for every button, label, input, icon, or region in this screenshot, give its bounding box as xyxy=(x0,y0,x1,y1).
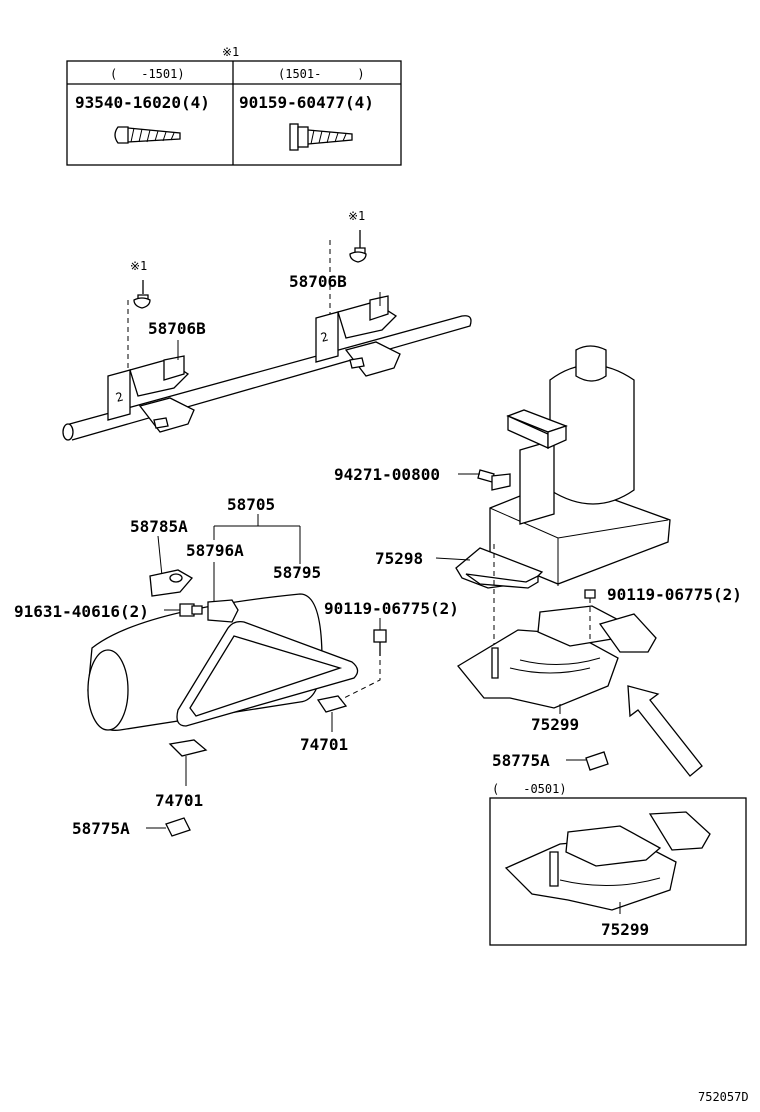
inset-range: ( -0501) xyxy=(492,782,567,796)
bolt-90119-mid xyxy=(339,618,387,701)
label-90119-mid: 90119-06775(2) xyxy=(324,599,459,618)
label-58706b-left: 58706B xyxy=(148,319,206,338)
note-table: ※1 ( -1501) (1501- ) 93540-16020(4) 9015… xyxy=(66,45,402,166)
wing-bolt-94271 xyxy=(458,469,511,491)
flange-bolt-icon xyxy=(289,123,353,151)
bracket-58706b-right: 2 xyxy=(315,240,401,377)
clip-74701-right xyxy=(316,695,348,732)
bracket-58706b-left: 2 xyxy=(107,300,195,433)
label-75299-main: 75299 xyxy=(531,715,579,734)
tool-bag xyxy=(87,593,359,731)
label-58705: 58705 xyxy=(227,495,275,514)
label-58785a: 58785A xyxy=(130,517,188,536)
note-table-col1-part: 93540-16020(4) xyxy=(75,93,210,112)
label-74701-right: 74701 xyxy=(300,735,348,754)
bolt-91631 xyxy=(164,603,203,617)
clip-58775a-left xyxy=(146,817,191,837)
label-58796a: 58796A xyxy=(186,541,244,560)
clip-58796a xyxy=(207,562,239,623)
label-91631: 91631-40616(2) xyxy=(14,602,149,621)
bracket-75298 xyxy=(435,544,544,660)
label-58706b-right: 58706B xyxy=(289,272,347,291)
screw-left-note-marker: ※1 xyxy=(130,259,147,273)
svg-text:2: 2 xyxy=(319,330,330,345)
svg-text:2: 2 xyxy=(114,390,125,405)
screw-left-marker: ※1 xyxy=(130,259,151,309)
label-90119-right: 90119-06775(2) xyxy=(607,585,742,604)
bottle-jack xyxy=(489,345,671,586)
tapping-screw-icon xyxy=(114,126,181,144)
clip-74701-left xyxy=(168,739,208,786)
inset-panel: ( -0501) 75299 xyxy=(489,782,747,946)
note-table-col2-part: 90159-60477(4) xyxy=(239,93,374,112)
note-table-col2-range: (1501- ) xyxy=(278,67,365,81)
figure-code: 752057D xyxy=(698,1090,749,1104)
screw-right-marker: ※1 xyxy=(348,209,367,263)
label-74701-left: 74701 xyxy=(155,791,203,810)
note-table-marker: ※1 xyxy=(222,45,239,59)
arrow-icon xyxy=(627,685,703,777)
label-75298: 75298 xyxy=(375,549,423,568)
bracket-75299-main xyxy=(457,589,657,714)
label-75299-inset: 75299 xyxy=(601,920,649,939)
note-table-col1-range: ( -1501) xyxy=(110,67,185,81)
label-94271: 94271-00800 xyxy=(334,465,440,484)
clip-58775a-right xyxy=(566,751,609,771)
label-58795: 58795 xyxy=(273,563,321,582)
clip-58785a xyxy=(149,569,194,597)
label-58775a-right: 58775A xyxy=(492,751,550,770)
jack-handle-rod xyxy=(62,315,472,441)
label-58775a-left: 58775A xyxy=(72,819,130,838)
screw-right-note-marker: ※1 xyxy=(348,209,365,223)
